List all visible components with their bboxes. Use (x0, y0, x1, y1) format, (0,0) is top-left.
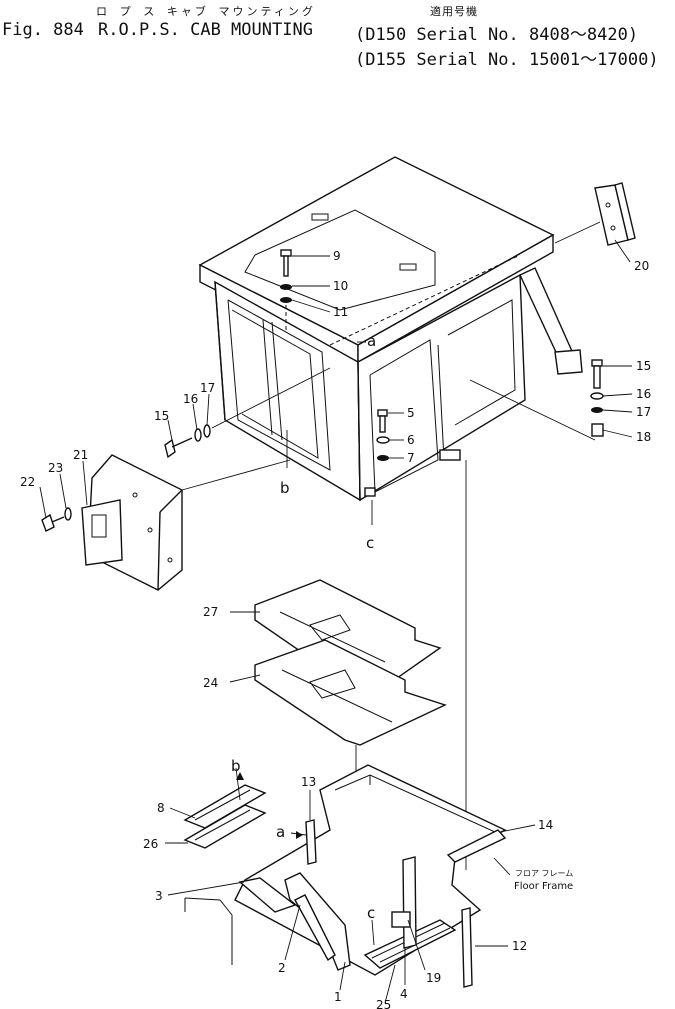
callout-25: 25 (376, 998, 391, 1009)
ref-c-upper: c (366, 534, 374, 552)
step-plate-lower (183, 804, 267, 849)
callout-24: 24 (203, 676, 218, 690)
callout-3: 3 (155, 889, 163, 903)
callout-11: 11 (333, 305, 348, 319)
callout-17-left: 17 (200, 381, 215, 395)
callout-6: 6 (407, 433, 415, 447)
callout-12: 12 (512, 939, 527, 953)
header-jp-applicable: 適用号機 (430, 5, 478, 18)
roof-bolt-stack (280, 249, 292, 330)
callout-5: 5 (407, 406, 415, 420)
callout-20: 20 (634, 259, 649, 273)
cab-body (198, 156, 583, 502)
callout-23: 23 (48, 461, 63, 475)
header-jp-title: ロ プ ス キャブ マウンティング (96, 5, 316, 18)
callout-17-right: 17 (636, 405, 651, 419)
ref-b-upper: b (280, 479, 290, 497)
callout-14: 14 (538, 818, 553, 832)
callout-21: 21 (73, 448, 88, 462)
callout-19: 19 (426, 971, 441, 985)
cover-bolt-washer (41, 507, 72, 532)
callout-16-right: 16 (636, 387, 651, 401)
callout-2: 2 (278, 961, 286, 975)
callout-9: 9 (333, 249, 341, 263)
floor-frame-label-jp: フロア フレーム (515, 869, 573, 878)
floor-frame (184, 764, 507, 988)
ref-b-lower: b (231, 757, 241, 775)
ref-c-lower: c (367, 904, 375, 922)
callout-15-left: 15 (154, 409, 169, 423)
serial-range-d150: (D150 Serial No. 8408～8420) (355, 25, 639, 45)
callout-22: 22 (20, 475, 35, 489)
callout-1: 1 (334, 990, 342, 1004)
callout-13: 13 (301, 775, 316, 789)
rear-bracket (554, 182, 636, 246)
step-plate-upper (183, 784, 267, 829)
floor-frame-label: Floor Frame (514, 881, 573, 892)
callout-18: 18 (636, 430, 651, 444)
serial-range-d155: (D155 Serial No. 15001～17000) (355, 50, 659, 70)
callout-4: 4 (400, 987, 408, 1001)
ref-a-lower: a (276, 823, 285, 841)
floor-mat-upper (254, 579, 442, 691)
callout-7: 7 (407, 451, 415, 465)
callout-10: 10 (333, 279, 348, 293)
access-cover-panel (81, 454, 291, 591)
ref-a-upper: a (367, 332, 376, 350)
right-mount-bolt-stack (469, 359, 604, 441)
callout-15-right: 15 (636, 359, 651, 373)
left-mount-bolt-stack (164, 367, 331, 459)
callout-8: 8 (157, 801, 165, 815)
callout-16-left: 16 (183, 392, 198, 406)
figure-number: Fig. 884 (2, 20, 84, 40)
callout-26: 26 (143, 837, 158, 851)
page-title: R.O.P.S. CAB MOUNTING (98, 20, 313, 40)
floor-mat-lower (254, 639, 447, 746)
callout-27: 27 (203, 605, 218, 619)
